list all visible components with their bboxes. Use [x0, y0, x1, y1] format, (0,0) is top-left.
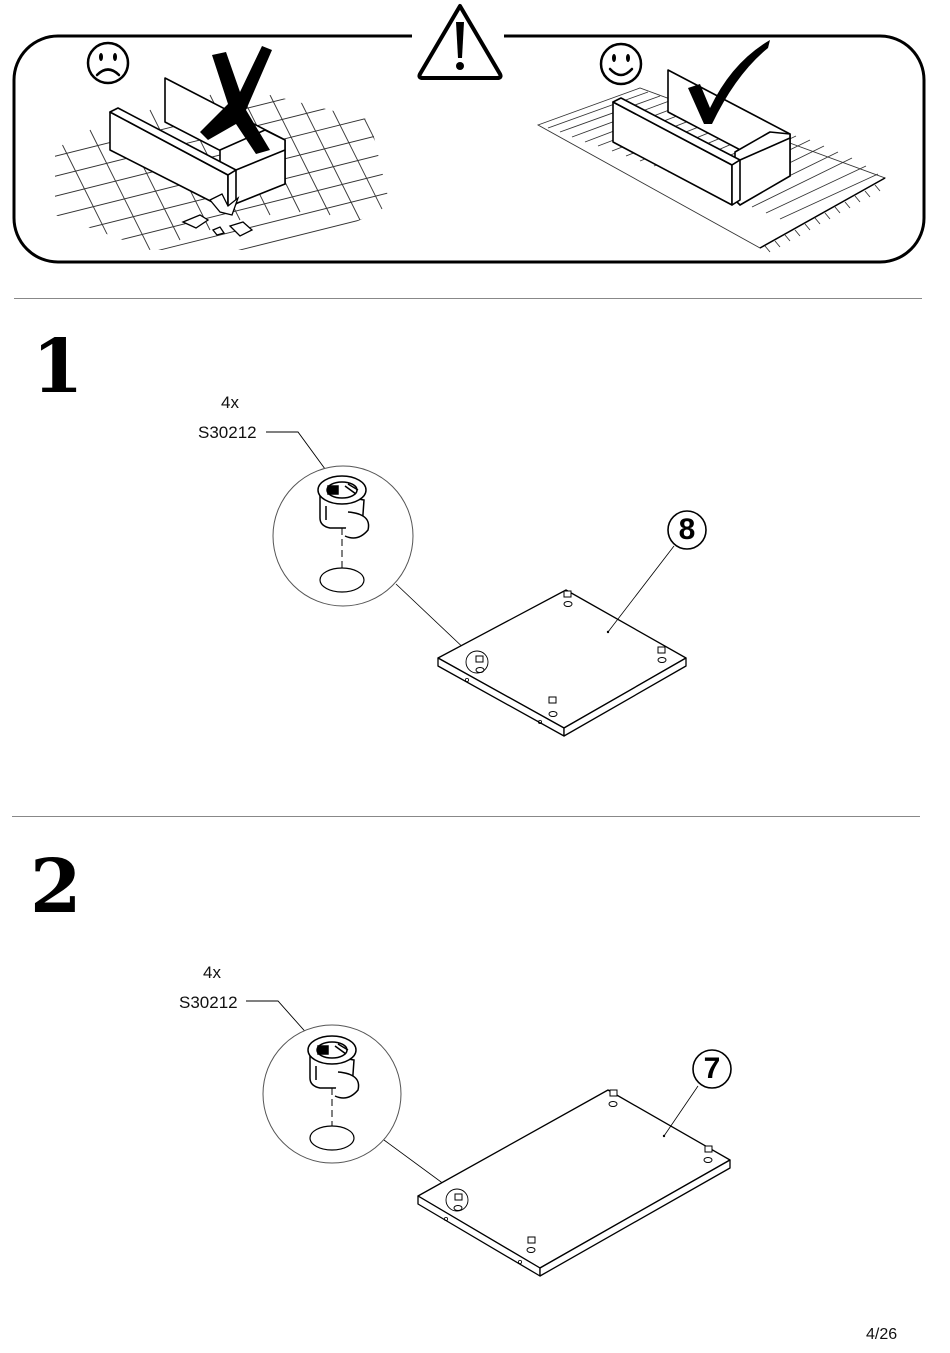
page-number: 4/26	[866, 1326, 897, 1344]
panel-board	[418, 1090, 730, 1276]
drill-hole	[310, 1126, 354, 1150]
part-number-label: 7	[692, 1054, 732, 1084]
